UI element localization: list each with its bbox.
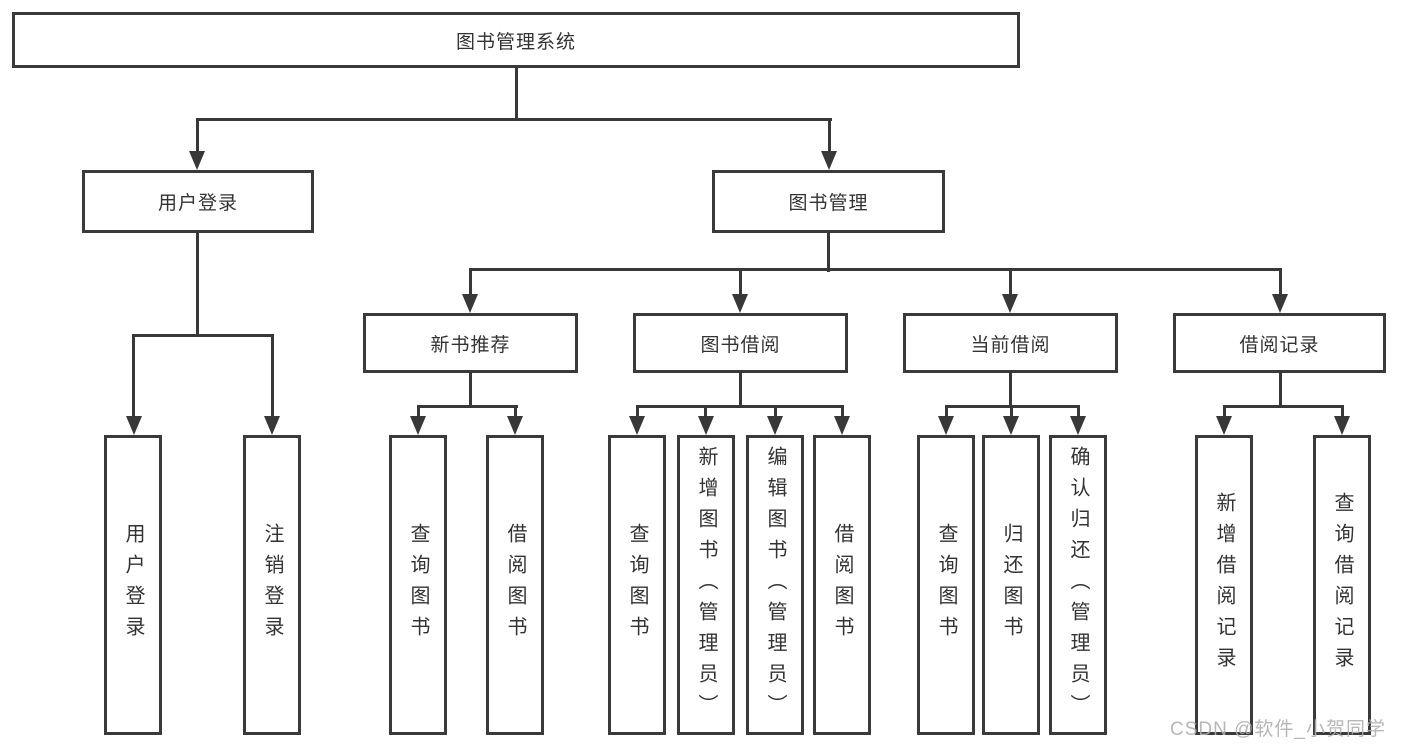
leaf-add-borrow-record: 新增借阅记录: [1195, 435, 1253, 735]
node-label: 图书管理系统: [455, 31, 576, 53]
connector-borrowing-hline: [636, 405, 844, 408]
arrow-down-icon: [938, 416, 954, 435]
leaf-query-books-recommendation: 查询图书: [389, 435, 447, 735]
node-user-login: 用户登录: [82, 170, 314, 233]
leaf-label: 新增图书（管理员）: [695, 445, 717, 725]
arrow-down-icon: [507, 416, 523, 435]
leaf-query-borrow-record: 查询借阅记录: [1313, 435, 1371, 735]
connector-leaf-drop: [132, 334, 135, 418]
leaf-query-books-current: 查询图书: [917, 435, 975, 735]
node-label: 新书推荐: [430, 334, 511, 356]
leaf-label: 确认归还（管理员）: [1067, 445, 1089, 725]
node-library-management-system: 图书管理系统: [12, 12, 1020, 68]
connector-leaf-drop: [841, 405, 844, 417]
connector-leaf-drop: [271, 334, 274, 418]
connector-leaf-drop: [774, 405, 777, 417]
arrow-down-icon: [1003, 416, 1019, 435]
node-label: 图书借阅: [700, 334, 781, 356]
leaf-add-book-admin: 新增图书（管理员）: [677, 435, 735, 735]
leaf-user-login: 用户登录: [104, 435, 162, 735]
connector-book-management-stem: [827, 231, 830, 272]
leaf-label: 编辑图书（管理员）: [764, 445, 786, 725]
connector-leaf-drop: [1077, 405, 1080, 417]
leaf-label: 查询图书: [407, 523, 429, 647]
leaf-label: 新增借阅记录: [1213, 492, 1235, 678]
arrow-down-icon: [264, 416, 280, 435]
connector-user-login-hline: [132, 334, 274, 337]
leaf-label: 查询借阅记录: [1331, 492, 1353, 678]
leaf-borrow-books-borrowing: 借阅图书: [813, 435, 871, 735]
node-label: 用户登录: [157, 193, 238, 214]
node-book-management: 图书管理: [712, 170, 945, 233]
leaf-borrow-books-recommendation: 借阅图书: [486, 435, 544, 735]
arrow-down-icon: [629, 416, 645, 435]
connector-level3-drop: [469, 268, 472, 296]
connector-leaf-drop: [1010, 405, 1013, 417]
arrow-down-icon: [698, 416, 714, 435]
connector-book-management-hline: [469, 268, 1282, 271]
connector-leaf-drop: [636, 405, 639, 417]
connector-user-login-stem: [196, 231, 199, 337]
connector-leaf-drop: [704, 405, 707, 417]
arrow-down-icon: [834, 416, 850, 435]
leaf-label: 归还图书: [1000, 523, 1022, 647]
arrow-down-icon: [767, 416, 783, 435]
arrow-down-icon: [821, 151, 837, 170]
arrow-down-icon: [189, 151, 205, 170]
leaf-label: 用户登录: [122, 523, 144, 647]
arrow-down-icon: [732, 294, 748, 313]
connector-records-stem: [1279, 371, 1282, 408]
connector-book-management-drop: [828, 118, 831, 152]
leaf-label: 查询图书: [935, 523, 957, 647]
arrow-down-icon: [462, 294, 478, 313]
connector-leaf-drop: [417, 405, 420, 417]
connector-leaf-drop: [514, 405, 517, 417]
arrow-down-icon: [410, 416, 426, 435]
connector-recommendation-hline: [417, 405, 518, 408]
leaf-confirm-return-admin: 确认归还（管理员）: [1049, 435, 1107, 735]
node-label: 当前借阅: [970, 334, 1051, 356]
node-new-book-recommendation: 新书推荐: [363, 313, 578, 373]
connector-level3-drop: [1279, 268, 1282, 296]
leaf-label: 借阅图书: [831, 523, 853, 647]
arrow-down-icon: [1002, 294, 1018, 313]
leaf-label: 注销登录: [261, 523, 283, 647]
csdn-watermark: CSDN @软件_小贺同学: [1170, 719, 1386, 740]
leaf-query-books-borrowing: 查询图书: [608, 435, 666, 735]
leaf-label: 借阅图书: [504, 523, 526, 647]
connector-root-hline: [196, 118, 832, 121]
leaf-label: 查询图书: [626, 523, 648, 647]
connector-current-stem: [1009, 371, 1012, 408]
arrow-down-icon: [126, 416, 142, 435]
connector-root-stem: [515, 66, 518, 120]
node-current-borrowing: 当前借阅: [903, 313, 1118, 373]
leaf-edit-book-admin: 编辑图书（管理员）: [746, 435, 804, 735]
connector-borrowing-stem: [739, 371, 742, 408]
connector-leaf-drop: [945, 405, 948, 417]
arrow-down-icon: [1334, 416, 1350, 435]
connector-recommendation-stem: [469, 371, 472, 408]
arrow-down-icon: [1272, 294, 1288, 313]
leaf-return-books: 归还图书: [982, 435, 1040, 735]
connector-level3-drop: [1009, 268, 1012, 296]
connector-leaf-drop: [1223, 405, 1226, 417]
connector-user-login-drop: [196, 118, 199, 152]
connector-leaf-drop: [1341, 405, 1344, 417]
arrow-down-icon: [1070, 416, 1086, 435]
node-label: 图书管理: [788, 193, 869, 214]
connector-records-hline: [1223, 405, 1344, 408]
node-label: 借阅记录: [1239, 334, 1320, 356]
node-book-borrowing: 图书借阅: [633, 313, 848, 373]
node-borrowing-records: 借阅记录: [1173, 313, 1386, 373]
leaf-logout: 注销登录: [243, 435, 301, 735]
arrow-down-icon: [1216, 416, 1232, 435]
connector-level3-drop: [739, 268, 742, 296]
